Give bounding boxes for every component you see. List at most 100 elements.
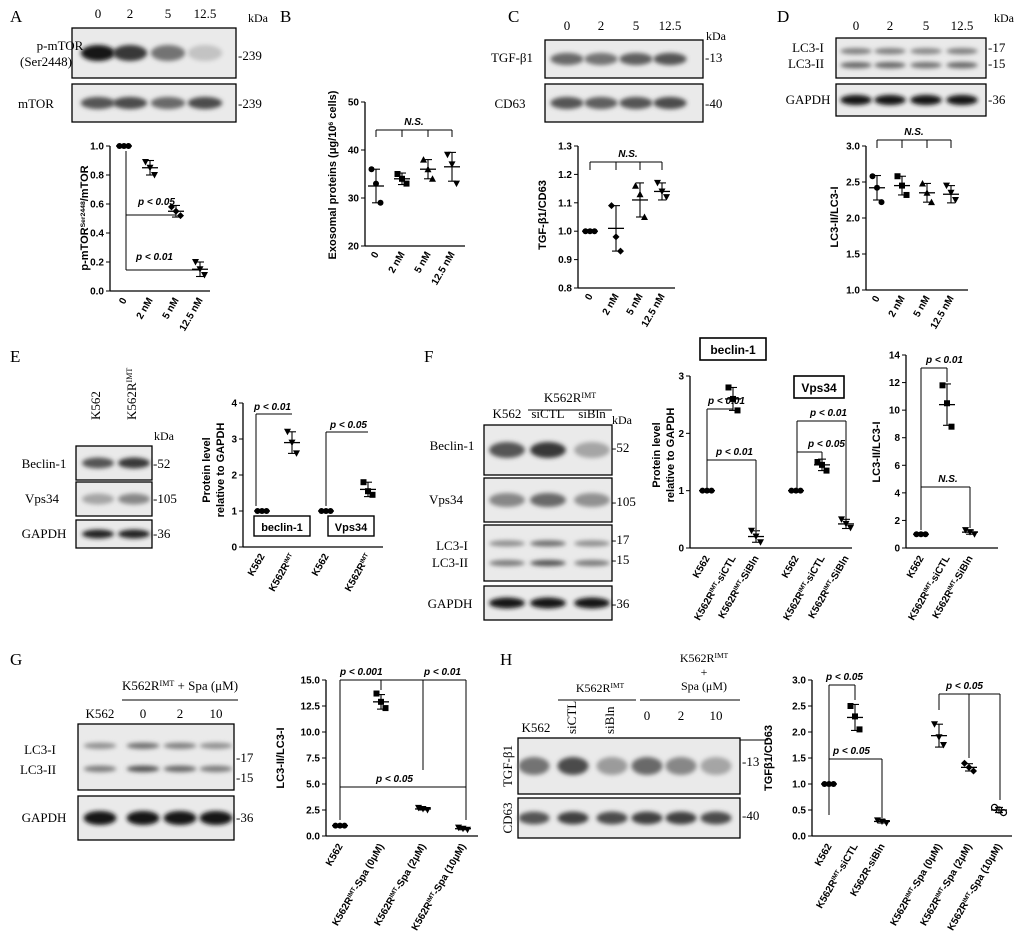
data-point [730, 395, 736, 402]
data-point [752, 533, 760, 541]
blot-label: CD63 [494, 96, 525, 111]
lane-label: siBln [578, 406, 606, 421]
data-point [823, 467, 830, 474]
data-point [293, 450, 300, 457]
data-point [869, 173, 876, 180]
data-point [636, 190, 644, 198]
blot-band [700, 811, 732, 825]
data-point [444, 151, 451, 159]
group-box-label: beclin-1 [710, 343, 756, 357]
data-point [874, 184, 880, 191]
data-point [378, 698, 384, 705]
significance-label: N.S. [404, 117, 423, 128]
data-point [192, 259, 199, 266]
data-point [368, 166, 375, 173]
blot-band [530, 597, 566, 609]
blot-band [946, 61, 978, 69]
blot-band [80, 45, 116, 61]
blot-lc3 [77, 723, 235, 791]
data-point [337, 822, 343, 829]
blot-band [112, 45, 148, 61]
chart-h-xlabel: K562RIMT-Spa (0μM) [888, 842, 944, 928]
chart-f2-ylabel: LC3-II/LC3-I [871, 421, 883, 482]
y-tick-label: 50 [348, 98, 360, 109]
blot-band [187, 45, 223, 61]
chart-h-xlabel: K562RIMT-Spa (10μM) [945, 842, 1004, 933]
chart-h-ylabel: TGFβ1/CD63 [763, 725, 775, 791]
data-point [970, 767, 977, 775]
blot-band [574, 597, 610, 609]
p-value: p < 0.01 [707, 396, 745, 407]
lane-label: 2 [177, 706, 184, 721]
data-point [382, 705, 389, 712]
mw-marker: -52 [612, 440, 629, 455]
chart-f-sig [699, 337, 847, 530]
panel-letter: C [508, 7, 519, 26]
data-point [125, 143, 132, 149]
blot-band [118, 457, 150, 469]
mw-marker: -105 [612, 494, 636, 509]
blot-band [530, 559, 566, 567]
chart-a-xlabel: 0 [117, 296, 130, 307]
y-tick-label: 3.0 [792, 676, 806, 687]
mw-marker: -52 [153, 456, 170, 471]
data-point [847, 703, 854, 709]
y-tick-label: 20 [348, 242, 360, 253]
blot-tgf-b1 [517, 737, 741, 795]
data-point [814, 459, 821, 465]
data-point [332, 822, 339, 829]
data-point [284, 428, 291, 436]
significance-label: N.S. [938, 474, 957, 485]
y-tick-label: 6 [894, 461, 900, 472]
chart-c-points [582, 179, 670, 255]
chart-c-axes: 0.80.91.01.11.21.3 [558, 142, 675, 295]
data-point [999, 808, 1008, 817]
chart-b-xlabel: 0 [369, 250, 382, 261]
chart-d-xlabel: 0 [870, 294, 883, 305]
data-point [878, 199, 885, 206]
mw-marker: -239 [238, 48, 262, 63]
group-label: + [701, 665, 708, 679]
lane-label: K562 [493, 406, 522, 421]
blot-band [653, 52, 687, 66]
data-point [582, 228, 589, 235]
data-point [922, 531, 929, 538]
mw-marker: -40 [742, 808, 759, 823]
chart-e-xlabel: K562RIMT [343, 552, 374, 594]
blot-band [126, 765, 160, 773]
chart-c-xlabel: 0 [583, 292, 596, 303]
y-tick-label: 0.8 [90, 171, 104, 182]
data-point [146, 164, 154, 172]
lane-label: 0 [853, 18, 860, 33]
chart-e-xlabel: K562 [246, 552, 268, 579]
lane-label: siBln [602, 706, 617, 734]
chart-d-xlabel: 5 nM [912, 294, 933, 319]
kda-label: kDa [612, 413, 633, 427]
chart-d-points [869, 173, 959, 206]
y-tick-label: 1.0 [792, 780, 806, 791]
lane-label: K562 [88, 391, 103, 420]
blot-band [700, 757, 732, 775]
blot-band [489, 442, 525, 458]
blot-band [518, 757, 550, 775]
blot-lc3 [835, 37, 987, 79]
blot-band [946, 48, 978, 55]
significance-label: N.S. [904, 127, 923, 138]
data-point [734, 407, 741, 414]
blot-vps34 [483, 477, 613, 523]
p-value: p < 0.05 [329, 420, 367, 431]
blot-band [874, 61, 906, 69]
y-tick-label: 8 [894, 433, 900, 444]
blot-band [631, 757, 663, 775]
blot-band [557, 811, 589, 825]
lane-label: 10 [710, 708, 723, 723]
blot-band [82, 457, 114, 469]
y-tick-label: 12 [889, 378, 901, 389]
chart-e-xlabel: K562RIMT [267, 552, 298, 594]
blot-label: GAPDH [22, 810, 67, 825]
data-point [254, 508, 261, 514]
mw-marker: -15 [988, 56, 1005, 71]
y-tick-label: 0 [894, 544, 900, 555]
y-tick-label: 0.2 [90, 258, 104, 269]
